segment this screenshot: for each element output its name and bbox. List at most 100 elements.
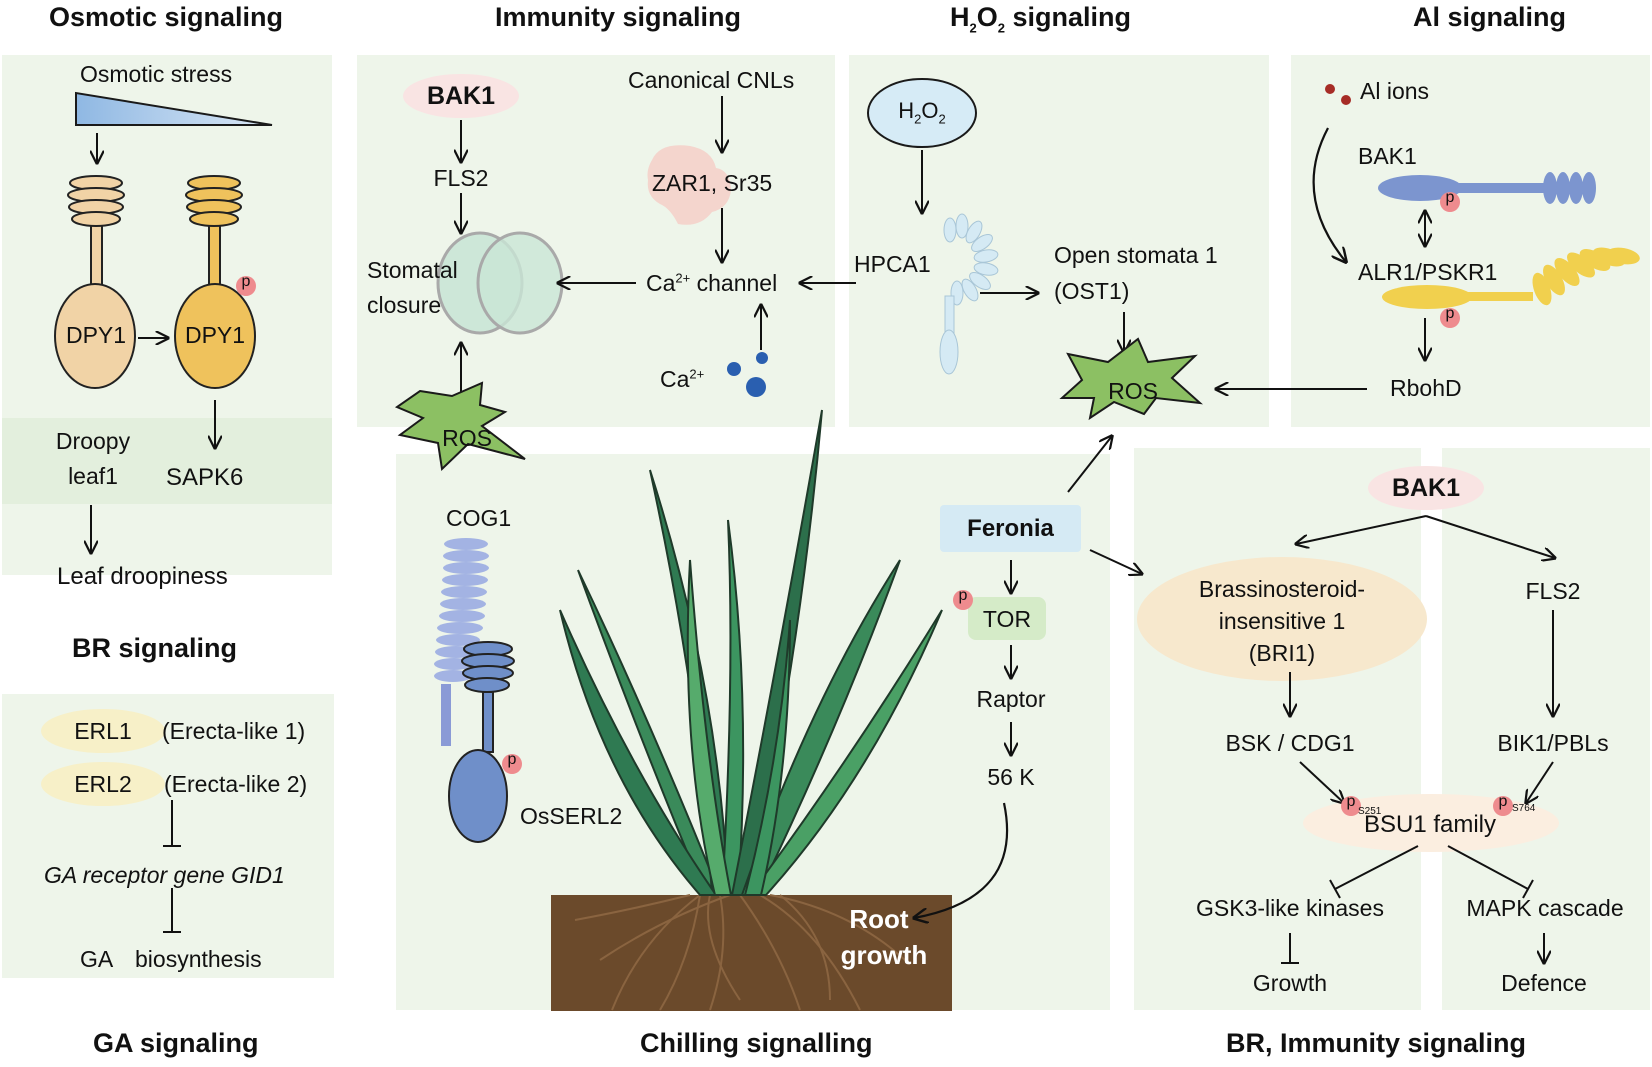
panel-al	[1291, 55, 1650, 427]
dpy1-right-label: DPY1	[184, 322, 246, 348]
erl1-full-label: (Erecta-like 1)	[162, 718, 306, 744]
stomatal-label: Stomatal	[367, 257, 458, 283]
ca-channel-label: Ca2+ channel	[646, 270, 778, 296]
bsk-label: BSK / CDG1	[1225, 730, 1355, 756]
erl2-full-label: (Erecta-like 2)	[164, 771, 308, 797]
biosynthesis-label: biosynthesis	[135, 946, 262, 972]
leaf-droopiness-label: Leaf droopiness	[57, 563, 228, 590]
s764-label: S764	[1512, 803, 1536, 814]
title-al: Al signaling	[1413, 2, 1567, 32]
erl1-pill	[41, 709, 165, 753]
ros-left-label: ROS	[442, 425, 492, 451]
ros-star-left	[394, 381, 526, 472]
defence-label: Defence	[1501, 970, 1587, 996]
title-ga: GA signaling	[93, 1028, 259, 1058]
gsk3-label: GSK3-like kinases	[1196, 895, 1384, 921]
erl2-label: ERL2	[74, 771, 132, 797]
title-chilling: Chilling signalling	[640, 1028, 873, 1058]
ca-ion	[746, 377, 766, 397]
dpy1-right-icon	[174, 175, 256, 389]
stomata-icon	[436, 231, 564, 335]
p-badge: p	[1498, 793, 1508, 810]
bri1-label-3: (BRI1)	[1248, 640, 1316, 666]
rbohd-label: RbohD	[1390, 375, 1462, 401]
cog1-label: COG1	[446, 505, 512, 531]
bri1-label-1: Brassinosteroid-	[1198, 576, 1366, 602]
plant-leaves	[559, 409, 943, 896]
raptor-label: Raptor	[976, 686, 1046, 712]
tor-box	[968, 597, 1046, 640]
ca-ions-label: Ca2+	[660, 366, 705, 392]
tor-label: TOR	[982, 606, 1032, 632]
fls2-label: FLS2	[433, 165, 489, 191]
p-badge: p	[507, 751, 517, 768]
feronia-box	[940, 505, 1081, 552]
feronia-label: Feronia	[967, 515, 1054, 542]
erl2-pill	[41, 762, 165, 806]
hpca1-label: HPCA1	[854, 251, 931, 277]
alr1-label: ALR1/PSKR1	[1358, 259, 1498, 285]
panel-osmotic-band	[2, 418, 332, 504]
osserl2-label: OsSERL2	[520, 803, 623, 829]
al-ion	[1341, 95, 1351, 105]
h2o2-label: H2O2	[898, 98, 946, 127]
bak1-label: BAK1	[426, 82, 496, 110]
title-immunity: Immunity signaling	[495, 2, 742, 32]
bak1-pill	[403, 74, 519, 118]
osmotic-stress-label: Osmotic stress	[80, 61, 233, 87]
zar1-sr35-label: ZAR1, Sr35	[652, 170, 773, 196]
p-badge: p	[958, 587, 968, 604]
h2o2-oval	[867, 78, 977, 148]
sapk6-label: SAPK6	[166, 464, 244, 491]
ost1-label-2: (OST1)	[1054, 278, 1130, 304]
bri1-oval	[1137, 557, 1427, 681]
56k-label: 56 K	[987, 764, 1035, 790]
panel-immunity-right	[1442, 448, 1650, 1010]
growth-right-label: Growth	[1252, 970, 1328, 996]
bik1-label: BIK1/PBLs	[1497, 730, 1609, 756]
bak1-pill-right	[1368, 466, 1484, 510]
s251-label: S251	[1358, 806, 1382, 817]
title-br-immunity: BR, Immunity signaling	[1226, 1028, 1527, 1058]
hpca1-receptor-icon	[939, 213, 999, 375]
soil	[551, 895, 952, 1011]
ros-star-right	[1059, 337, 1204, 421]
al-ion	[1325, 84, 1335, 94]
ca-ion	[727, 362, 741, 376]
p-badge: p	[1445, 305, 1455, 322]
roots	[574, 894, 906, 1011]
leaf1-label: leaf1	[68, 463, 118, 489]
panel-immunity	[357, 55, 835, 427]
p-badge: p	[241, 273, 251, 290]
title-osmotic: Osmotic signaling	[49, 2, 284, 32]
gid1-label: GA receptor gene GID1	[44, 862, 285, 888]
dpy1-left-label: DPY1	[65, 322, 127, 348]
ga-label: GA	[80, 946, 114, 972]
closure-label: closure	[367, 292, 442, 318]
fls2-right-label: FLS2	[1525, 578, 1581, 604]
growth-label: growth	[840, 940, 928, 970]
canonical-cnls-label: Canonical CNLs	[628, 67, 795, 93]
droopy-label: Droopy	[55, 428, 131, 454]
zar1-blob	[647, 145, 731, 225]
ost1-label-1: Open stomata 1	[1054, 242, 1218, 268]
title-h2o2: H2O2 signaling	[950, 2, 1131, 36]
p-badge: p	[1346, 793, 1356, 810]
bak1-receptor-icon	[1378, 172, 1596, 204]
title-br: BR signaling	[72, 633, 238, 663]
root-label: Root	[849, 904, 909, 934]
bri1-label-2: insensitive 1	[1218, 608, 1346, 634]
al-ions-label: Al ions	[1360, 78, 1430, 104]
bak1-right-label: BAK1	[1391, 474, 1461, 502]
bak1-al-label: BAK1	[1358, 143, 1417, 169]
osmotic-wedge	[75, 91, 273, 126]
ros-right-label: ROS	[1108, 378, 1158, 404]
p-badge: p	[1445, 189, 1455, 206]
bsu1-label: BSU1 family	[1363, 811, 1497, 838]
alr1-receptor-icon	[1382, 247, 1640, 309]
panel-br	[1134, 448, 1421, 1010]
osserl2-receptor-icon	[448, 641, 515, 843]
erl1-label: ERL1	[74, 718, 132, 744]
mapk-label: MAPK cascade	[1466, 895, 1624, 921]
